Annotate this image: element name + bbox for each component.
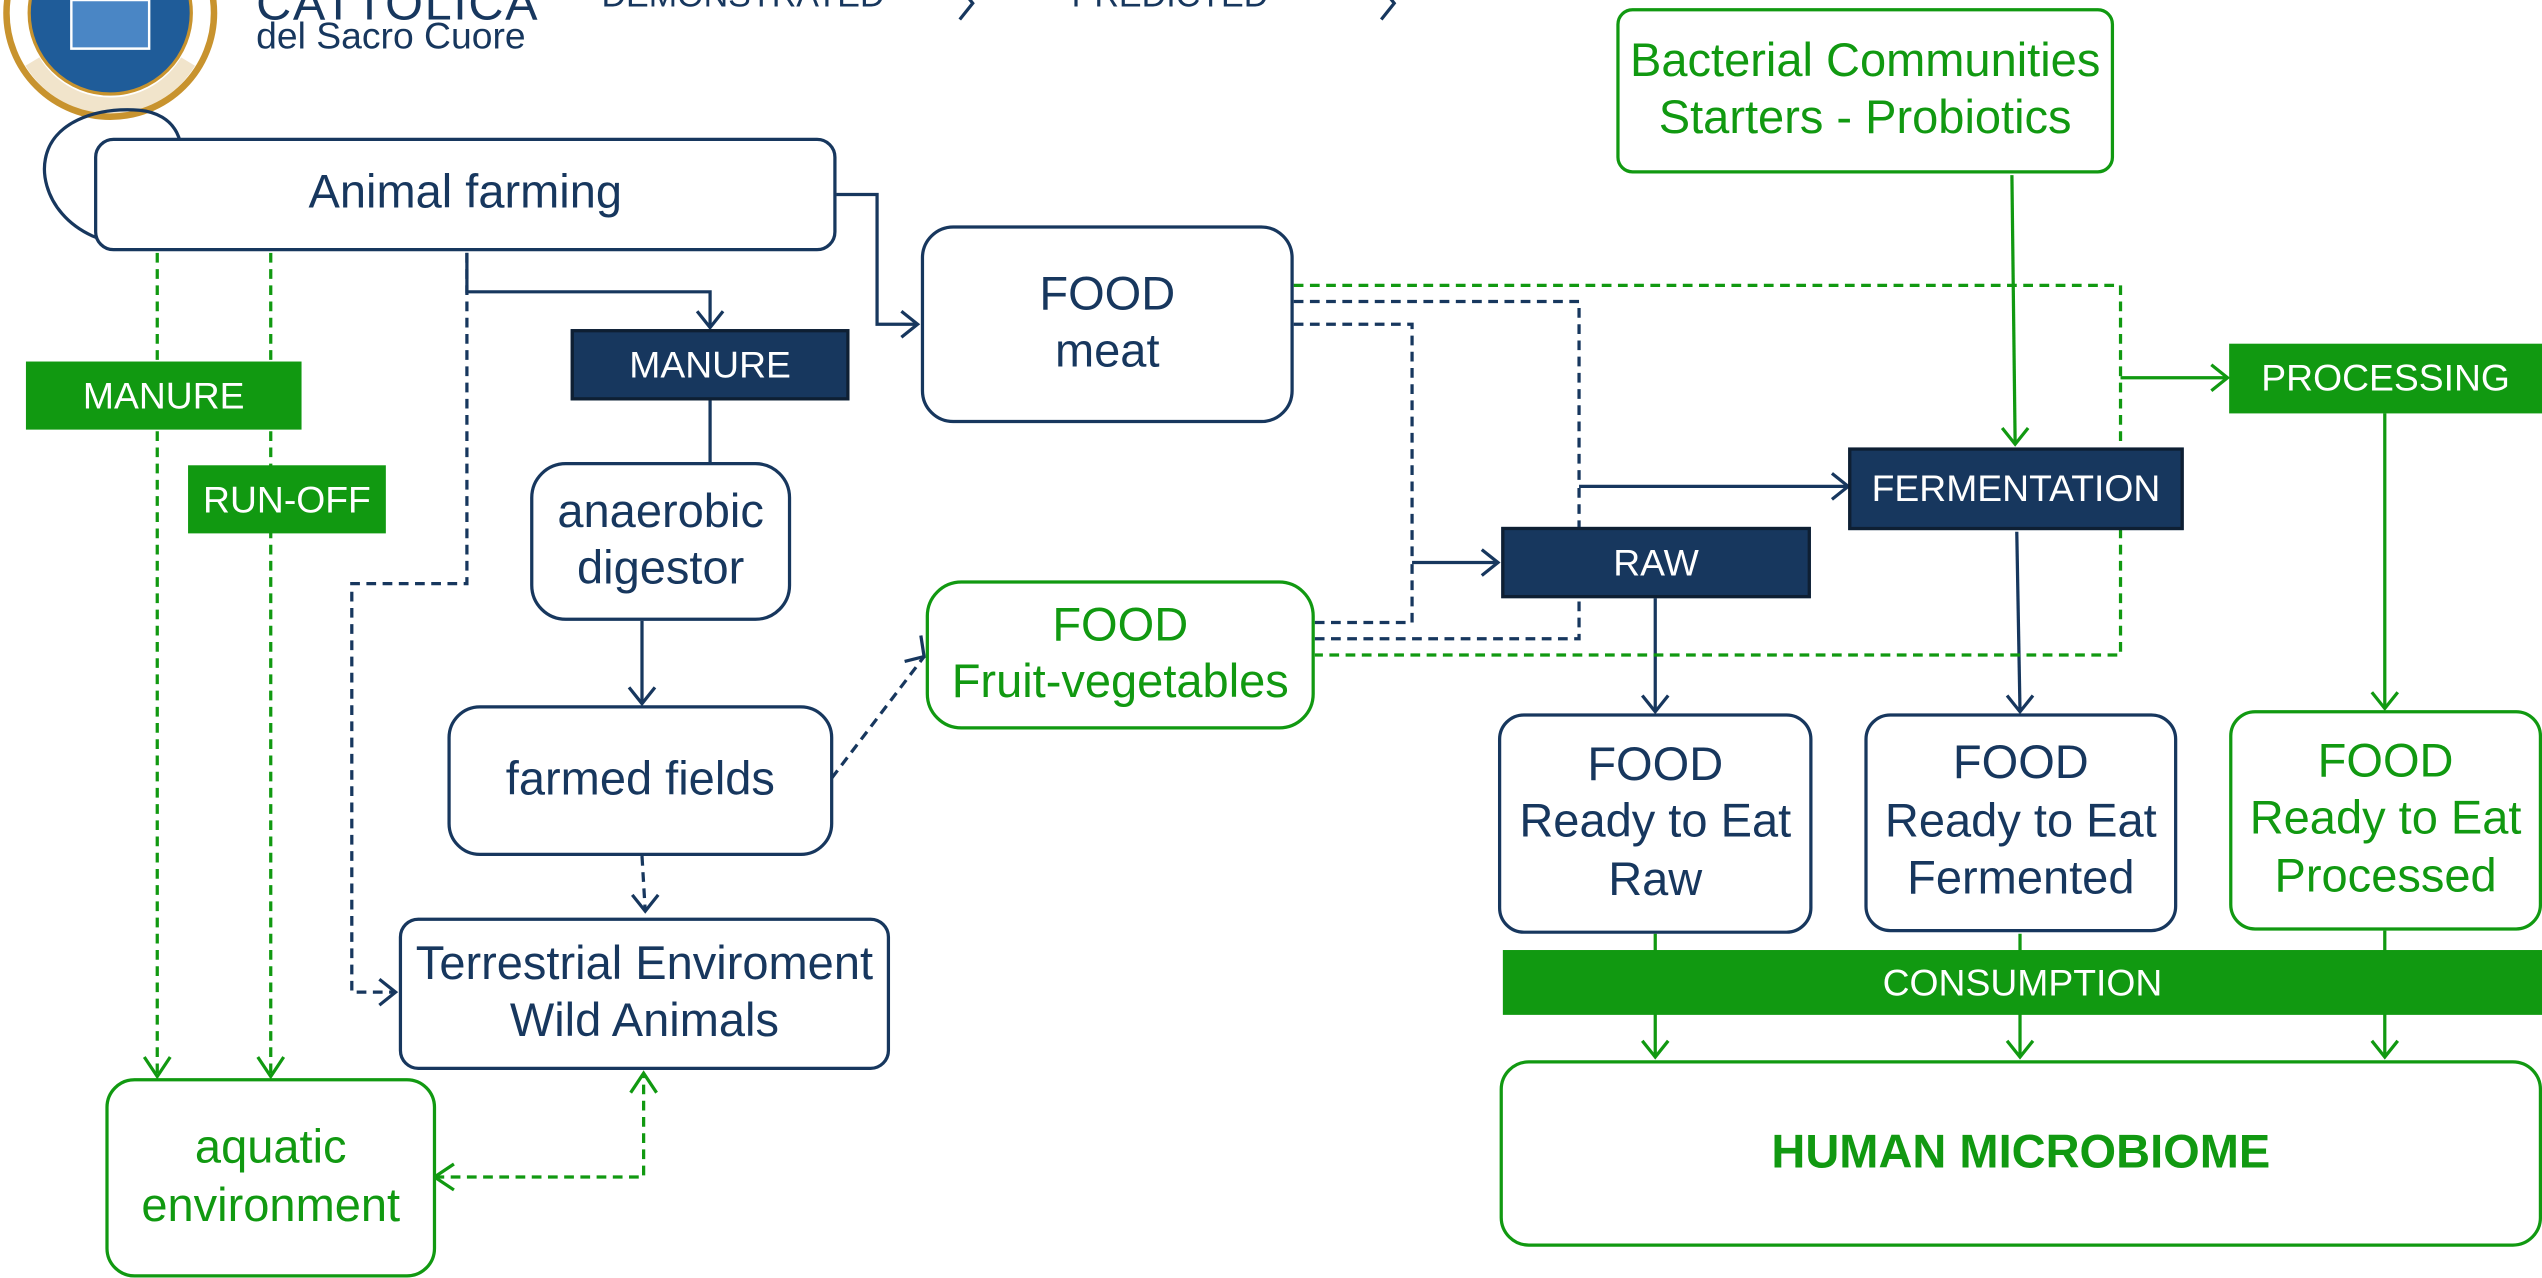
- node-food-fruit-line2: Fruit-vegetables: [951, 656, 1289, 709]
- node-rte-processed-line2: Ready to Eat: [2249, 793, 2522, 846]
- node-farmed-fields[interactable]: farmed fields: [447, 705, 834, 856]
- node-human-microbiome-label: HUMAN MICROBIOME: [1771, 1126, 2271, 1179]
- legend-predicted: PREDICTED: [1072, 0, 1269, 16]
- label-processing: PROCESSING: [2229, 343, 2542, 414]
- node-food-meat-line1: FOOD: [1039, 268, 1176, 321]
- node-rte-fermented-line2: Ready to Eat: [1884, 795, 2157, 848]
- node-food-meat-line2: meat: [1054, 325, 1160, 378]
- node-rte-raw-line2: Ready to Eat: [1519, 796, 1792, 849]
- node-food-meat[interactable]: FOOD meat: [920, 225, 1294, 424]
- node-anaerobic-line1: anaerobic: [557, 485, 764, 538]
- legend-demonstrated: DEMONSTRATED: [601, 0, 884, 16]
- node-anaerobic-line2: digestor: [576, 543, 745, 595]
- node-rte-raw[interactable]: FOOD Ready to Eat Raw: [1497, 713, 1813, 934]
- node-terrestrial-line1: Terrestrial Enviroment: [415, 938, 874, 990]
- node-rte-processed-line3: Processed: [2274, 850, 2497, 903]
- label-consumption: CONSUMPTION: [1502, 950, 2542, 1015]
- node-bacterial-line1: Bacterial Communities: [1630, 35, 2101, 87]
- node-aquatic-line2: environment: [141, 1179, 401, 1232]
- label-manure-navy: MANURE: [570, 329, 850, 401]
- label-fermentation: FERMENTATION: [1848, 447, 2184, 531]
- logo-subtitle: del Sacro Cuore: [256, 14, 526, 57]
- label-fermentation-text: FERMENTATION: [1871, 467, 2161, 510]
- university-seal-logo: [3, 0, 218, 120]
- label-consumption-text: CONSUMPTION: [1882, 961, 2163, 1004]
- label-run-off: RUN-OFF: [188, 465, 386, 534]
- label-manure-green-text: MANURE: [82, 374, 245, 417]
- node-rte-raw-line1: FOOD: [1587, 739, 1724, 792]
- node-rte-processed-line1: FOOD: [2317, 735, 2454, 788]
- node-terrestrial-environment[interactable]: Terrestrial Enviroment Wild Animals: [398, 917, 891, 1070]
- node-rte-raw-line3: Raw: [1608, 853, 1703, 906]
- label-manure-navy-text: MANURE: [629, 343, 791, 386]
- node-terrestrial-line2: Wild Animals: [509, 995, 779, 1048]
- node-rte-fermented-line1: FOOD: [1952, 738, 2089, 791]
- label-raw: RAW: [1501, 526, 1811, 599]
- label-run-off-text: RUN-OFF: [203, 478, 371, 521]
- node-animal-farming[interactable]: Animal farming: [94, 137, 837, 252]
- node-anaerobic-digestor[interactable]: anaerobic digestor: [530, 462, 792, 621]
- node-rte-processed[interactable]: FOOD Ready to Eat Processed: [2229, 710, 2542, 931]
- node-farmed-fields-label: farmed fields: [505, 753, 775, 806]
- node-rte-fermented-line3: Fermented: [1907, 853, 2135, 905]
- node-rte-fermented[interactable]: FOOD Ready to Eat Fermented: [1864, 713, 2178, 933]
- label-manure-green: MANURE: [25, 361, 302, 430]
- node-aquatic-environment[interactable]: aquatic environment: [105, 1078, 437, 1278]
- label-processing-text: PROCESSING: [2261, 357, 2510, 400]
- node-bacterial-line2: Starters - Probiotics: [1658, 92, 2072, 145]
- node-bacterial-communities[interactable]: Bacterial Communities Starters - Probiot…: [1616, 8, 2115, 174]
- label-raw-text: RAW: [1613, 541, 1699, 584]
- node-human-microbiome[interactable]: HUMAN MICROBIOME: [1499, 1060, 2542, 1247]
- node-animal-farming-label: Animal farming: [308, 167, 623, 220]
- node-food-fruit-vegetables[interactable]: FOOD Fruit-vegetables: [925, 580, 1315, 730]
- node-aquatic-line1: aquatic: [194, 1122, 347, 1174]
- node-food-fruit-line1: FOOD: [1052, 599, 1189, 652]
- logo-title: CATTOLICA: [256, 0, 540, 31]
